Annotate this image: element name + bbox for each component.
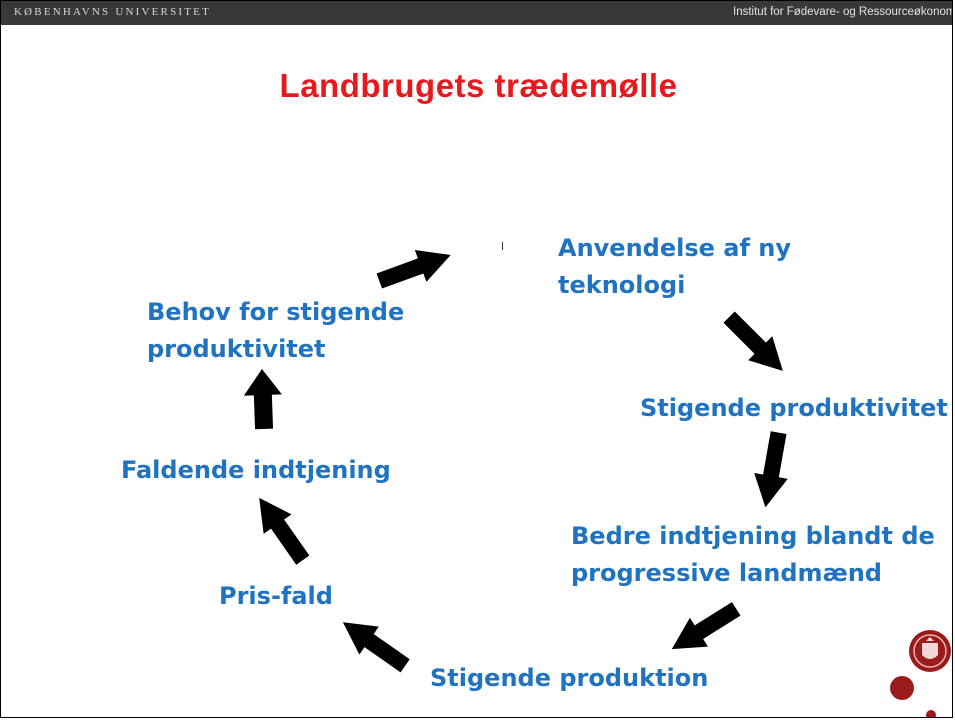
node-falling-earnings: Faldende indtjening [121,456,391,484]
arrow-icon [376,249,451,289]
university-seal-icon [890,630,951,717]
node-need-productivity: Behov for stigende produktivitet [147,298,405,363]
slide-title: Landbrugets trædemølle [279,67,678,104]
node-rising-productivity: Stigende produktivitet [640,394,948,422]
node-better-earnings: Bedre indtjening blandt de progressive l… [571,522,935,587]
institute-name: Institut for Fødevare- og Ressourceøkono… [733,6,953,18]
divider-mark [502,242,503,250]
university-name: KØBENHAVNS UNIVERSITET [14,6,212,18]
arrow-icon [259,497,310,565]
node-new-technology: Anvendelse af ny teknologi [558,234,791,299]
arrow-icon [671,602,741,650]
arrow-icon [754,431,788,508]
node-rising-production: Stigende produktion [430,664,709,692]
arrow-icon [342,622,410,673]
arrow-icon [723,311,783,371]
arrow-icon [243,369,282,430]
header-bar: KØBENHAVNS UNIVERSITET Institut for Føde… [1,1,953,25]
footer-line [1,717,953,718]
node-price-fall: Pris-fald [219,582,333,610]
